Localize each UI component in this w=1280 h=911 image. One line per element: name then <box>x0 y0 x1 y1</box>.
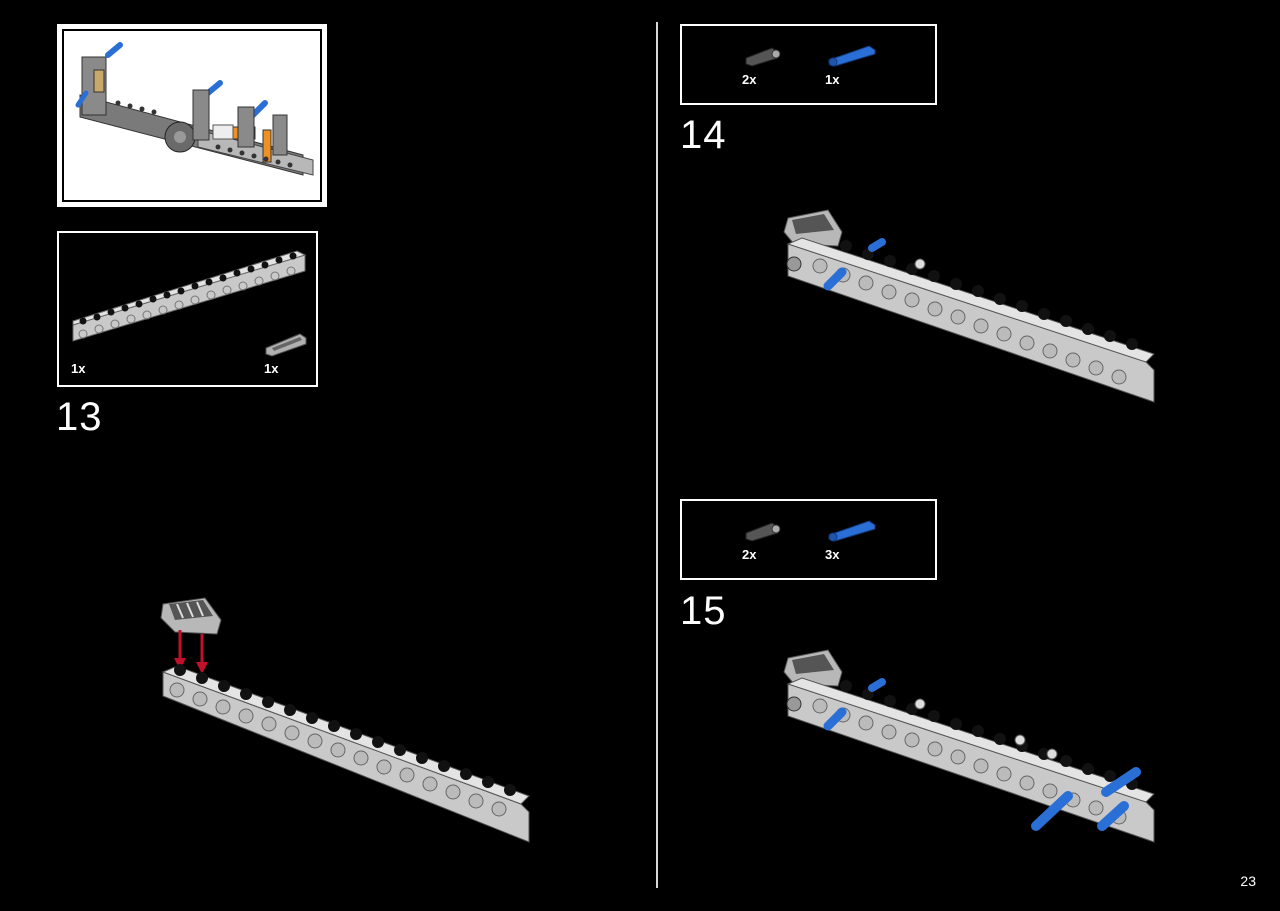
page-divider <box>656 22 658 888</box>
part-quantity: 2x <box>742 72 757 87</box>
submodel-callout <box>57 24 327 207</box>
blue-axle-pin-part-icon <box>828 520 876 542</box>
page-number: 23 <box>1240 873 1256 889</box>
step-13-assembly <box>160 597 530 843</box>
part-quantity: 1x <box>825 72 840 87</box>
part-quantity: 1x <box>71 361 86 376</box>
parts-callout-step-14: 2x 1x <box>680 24 937 105</box>
friction-pin-part-icon <box>745 522 781 542</box>
submodel-illustration <box>75 42 314 176</box>
step-number: 13 <box>56 395 103 439</box>
beam-16-part-icon <box>72 250 307 342</box>
friction-pin-part-icon <box>745 47 781 67</box>
step-number: 15 <box>680 589 727 633</box>
step-15-assembly <box>783 649 1155 843</box>
step-number: 14 <box>680 113 727 157</box>
blue-axle-pin-part-icon <box>828 45 876 67</box>
parts-callout-step-13: 1x 1x <box>57 231 318 387</box>
part-quantity: 2x <box>742 547 757 562</box>
part-quantity: 1x <box>264 361 279 376</box>
part-quantity: 3x <box>825 547 840 562</box>
step-14-assembly <box>783 209 1155 403</box>
slope-grille-part-icon <box>265 333 307 357</box>
parts-callout-step-15: 2x 3x <box>680 499 937 580</box>
